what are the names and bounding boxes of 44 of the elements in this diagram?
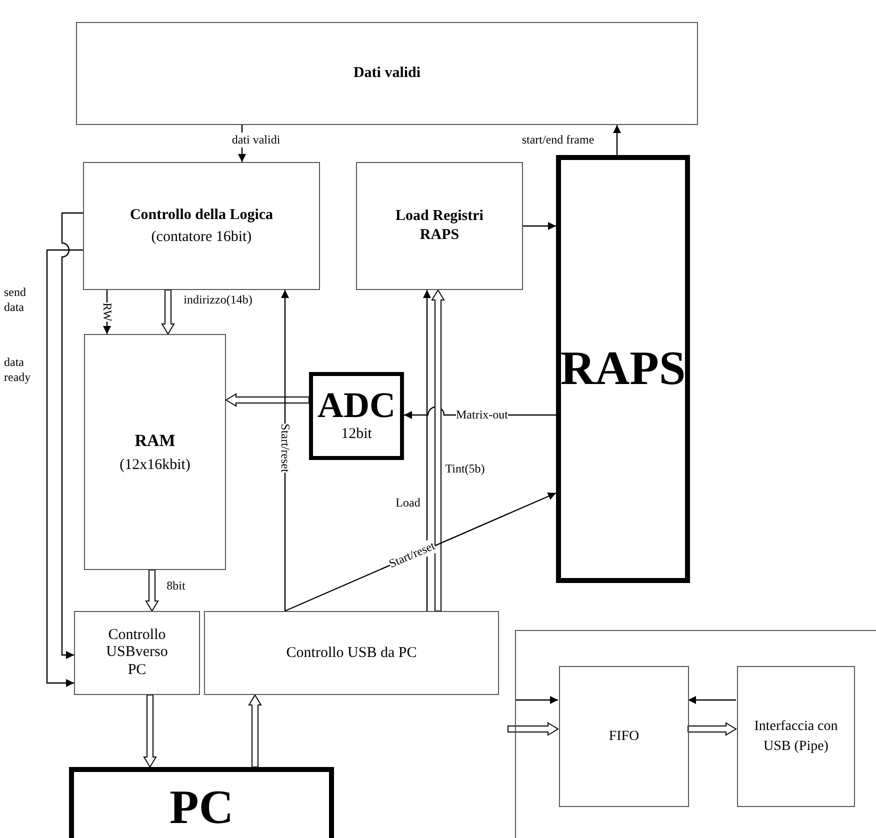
buffer-block bbox=[559, 666, 689, 807]
box-subtitle: (contatore 16bit) bbox=[151, 228, 252, 247]
edge-label: dati validi bbox=[232, 132, 280, 148]
box-title: FIFO bbox=[608, 728, 640, 746]
bus-arrow bbox=[143, 694, 157, 768]
process-box bbox=[204, 611, 499, 695]
interface-block bbox=[737, 666, 855, 807]
arrow bbox=[523, 222, 556, 230]
box-title: Controllo USB da PC bbox=[286, 644, 417, 663]
bus-arrow bbox=[145, 570, 159, 612]
process-box bbox=[76, 22, 698, 125]
memory-block bbox=[84, 334, 226, 570]
box-title: Interfaccia con USB (Pipe) bbox=[753, 718, 839, 756]
box-title: RAPS bbox=[560, 341, 686, 397]
bus-arrow bbox=[508, 722, 559, 736]
box-title: PC bbox=[170, 784, 234, 832]
bus-arrow bbox=[248, 694, 262, 768]
arrow bbox=[61, 212, 83, 659]
edge-label: Tint(5b) bbox=[445, 462, 485, 476]
arrow bbox=[688, 696, 736, 704]
box-title: Dati validi bbox=[353, 64, 421, 84]
box-subtitle: (12x16kbit) bbox=[120, 456, 190, 474]
arrow bbox=[515, 696, 558, 704]
box-title: Load Registri RAPS bbox=[394, 207, 484, 245]
process-box bbox=[83, 162, 320, 290]
module-frame bbox=[515, 630, 876, 838]
bus-arrow bbox=[161, 290, 175, 335]
box-title: Controllo della Logica bbox=[130, 206, 274, 224]
arrow bbox=[613, 125, 621, 155]
edge-label: indirizzo(14b) bbox=[184, 292, 252, 308]
process-box bbox=[74, 611, 200, 695]
bus-arrow bbox=[431, 289, 445, 612]
bus-arrow bbox=[225, 393, 310, 407]
converter-block bbox=[309, 372, 404, 460]
bus-arrow bbox=[688, 722, 737, 736]
box-subtitle: 12bit bbox=[341, 424, 372, 444]
computer-block bbox=[69, 767, 334, 838]
chip-block bbox=[556, 155, 690, 583]
box-title: ADC bbox=[318, 386, 396, 423]
box-title: Controllo USBverso PC bbox=[105, 627, 169, 679]
process-box bbox=[356, 162, 523, 290]
box-title: RAM bbox=[134, 430, 176, 452]
arrow bbox=[46, 249, 83, 687]
arrow bbox=[423, 290, 431, 611]
